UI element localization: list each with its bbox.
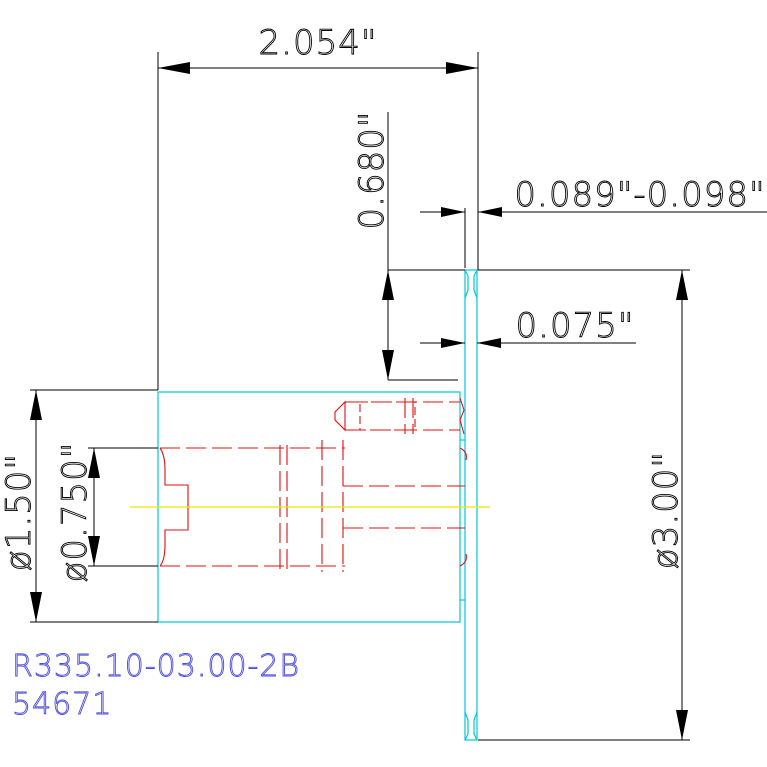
dimension-lines — [30, 52, 767, 741]
dim-thickness: 0.075" — [516, 306, 635, 346]
part-number: R335.10-03.00-2B — [12, 649, 300, 684]
disc-bottom-tip — [464, 711, 469, 741]
dim-overall-length: 2.054" — [259, 23, 378, 63]
dim-outer-diameter: ø3.00" — [646, 451, 686, 569]
part-serial: 54671 — [12, 687, 112, 722]
dim-hub-diameter: ø1.50" — [0, 453, 39, 571]
set-screw-hole — [334, 397, 465, 435]
disc-top-tip — [464, 269, 469, 299]
dimension-labels: 2.054" 0.680" 0.089"-0.098" 0.075" ø3.00… — [0, 23, 765, 583]
hidden-lines — [159, 397, 467, 572]
part-label: R335.10-03.00-2B 54671 — [12, 649, 300, 723]
dim-width-range: 0.089"-0.098" — [514, 175, 765, 215]
dim-bore-diameter: ø0.750" — [55, 442, 95, 583]
flange-disc — [464, 269, 478, 741]
dim-flange-height: 0.680" — [352, 111, 392, 230]
